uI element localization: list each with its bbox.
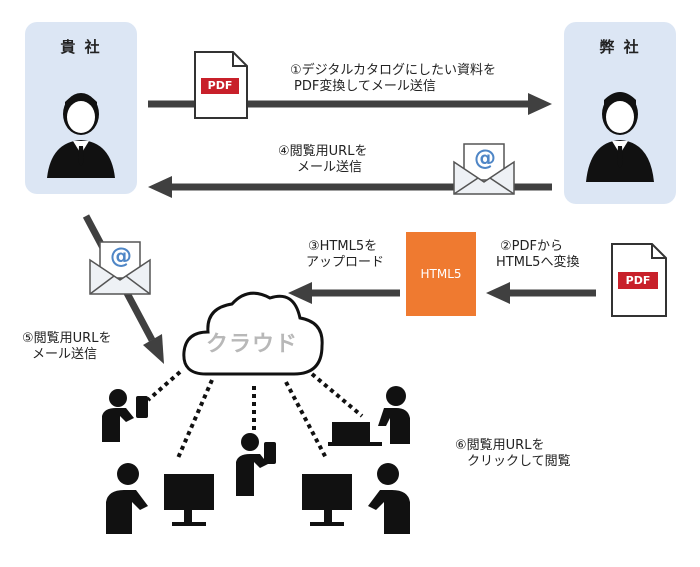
step4-label-line1: ④閲覧用URLを xyxy=(278,144,368,159)
pdf-label-2: PDF xyxy=(625,274,651,287)
user-desktop-icon xyxy=(106,463,214,534)
step3-label-line2: アップロード xyxy=(306,255,385,270)
user-desktop-icon-2 xyxy=(302,463,410,534)
user-laptop-icon xyxy=(328,386,410,446)
mail-icon: @ xyxy=(452,142,518,200)
step6-label-line1: ⑥閲覧用URLを xyxy=(455,438,545,453)
user-phone-icon xyxy=(102,389,148,442)
step1-label-line2: PDF変換してメール送信 xyxy=(294,79,436,94)
client-box: 貴 社 xyxy=(25,22,137,194)
html5-box: HTML5 xyxy=(406,232,476,316)
step4-label-line2: メール送信 xyxy=(297,160,363,175)
mail-at-symbol-2: @ xyxy=(110,244,132,269)
step1-label-line1: ①デジタルカタログにしたい資料を xyxy=(290,63,497,78)
person-company-icon xyxy=(586,92,654,182)
dotted-links xyxy=(146,370,364,459)
company-title: 弊 社 xyxy=(599,38,641,56)
company-box: 弊 社 xyxy=(564,22,676,204)
pdf-label: PDF xyxy=(207,79,233,92)
mail-at-symbol: @ xyxy=(474,146,496,171)
arrow-step3 xyxy=(288,282,400,304)
mail-icon-2: @ xyxy=(88,240,154,300)
step2-label-line1: ②PDFから xyxy=(500,239,563,254)
step2-label-line2: HTML5へ変換 xyxy=(496,255,580,270)
pdf-document-icon: PDF xyxy=(193,50,249,124)
pdf-document-icon-2: PDF xyxy=(610,242,668,322)
step6-label-line2: クリックして閲覧 xyxy=(467,454,571,469)
step5-label-line1: ⑤閲覧用URLを xyxy=(22,331,112,346)
arrow-step2 xyxy=(486,282,596,304)
cloud-icon: クラウド xyxy=(176,282,328,392)
cloud-label: クラウド xyxy=(205,332,298,357)
user-phone-center-icon xyxy=(236,433,276,496)
step3-label-line1: ③HTML5を xyxy=(308,239,378,254)
person-client-icon xyxy=(47,93,115,178)
client-title: 貴 社 xyxy=(60,38,102,56)
step5-label-line2: メール送信 xyxy=(32,347,98,362)
